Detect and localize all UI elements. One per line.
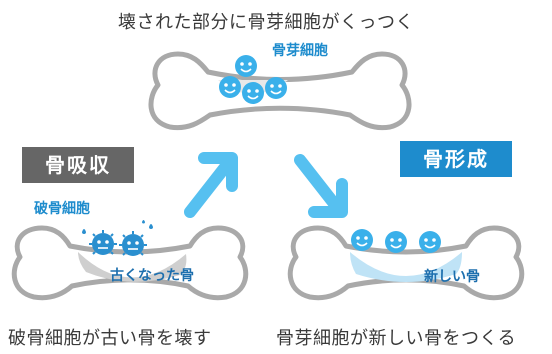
new-bone-area	[350, 252, 462, 282]
osteoblast-face	[219, 76, 241, 98]
formation-badge: 骨形成	[400, 141, 512, 177]
top-osteoblasts	[219, 55, 287, 104]
osteoclast-face	[89, 230, 117, 255]
arrow-up-right-icon	[184, 152, 238, 218]
osteoblast-label: 骨芽細胞	[272, 43, 328, 59]
osteoblast-face	[419, 231, 441, 253]
osteoclasts	[82, 220, 153, 256]
osteoblast-face	[242, 82, 264, 104]
osteoclast-label: 破骨細胞	[34, 201, 90, 217]
right-bone	[287, 225, 525, 301]
old-bone-area	[78, 252, 187, 282]
top-caption: 壊された部分に骨芽細胞がくっつく	[118, 12, 414, 33]
right-osteoblasts	[351, 229, 441, 253]
resorption-badge: 骨吸収	[22, 147, 134, 183]
osteoclast-face	[119, 231, 147, 256]
osteoblast-face	[265, 77, 287, 99]
osteoblast-face	[351, 229, 373, 251]
sweat-drops	[82, 220, 153, 234]
osteoblast-face	[385, 231, 407, 253]
bottom-right-caption: 骨芽細胞が新しい骨をつくる	[276, 328, 517, 349]
right-bone-outline	[287, 225, 525, 301]
arrow-down-right-icon	[294, 154, 348, 218]
new-bone-label: 新しい骨	[424, 269, 480, 285]
old-bone-label: 古くなった骨	[110, 268, 194, 284]
bottom-left-caption: 破骨細胞が古い骨を壊す	[8, 328, 212, 349]
osteoblast-face	[235, 55, 257, 77]
